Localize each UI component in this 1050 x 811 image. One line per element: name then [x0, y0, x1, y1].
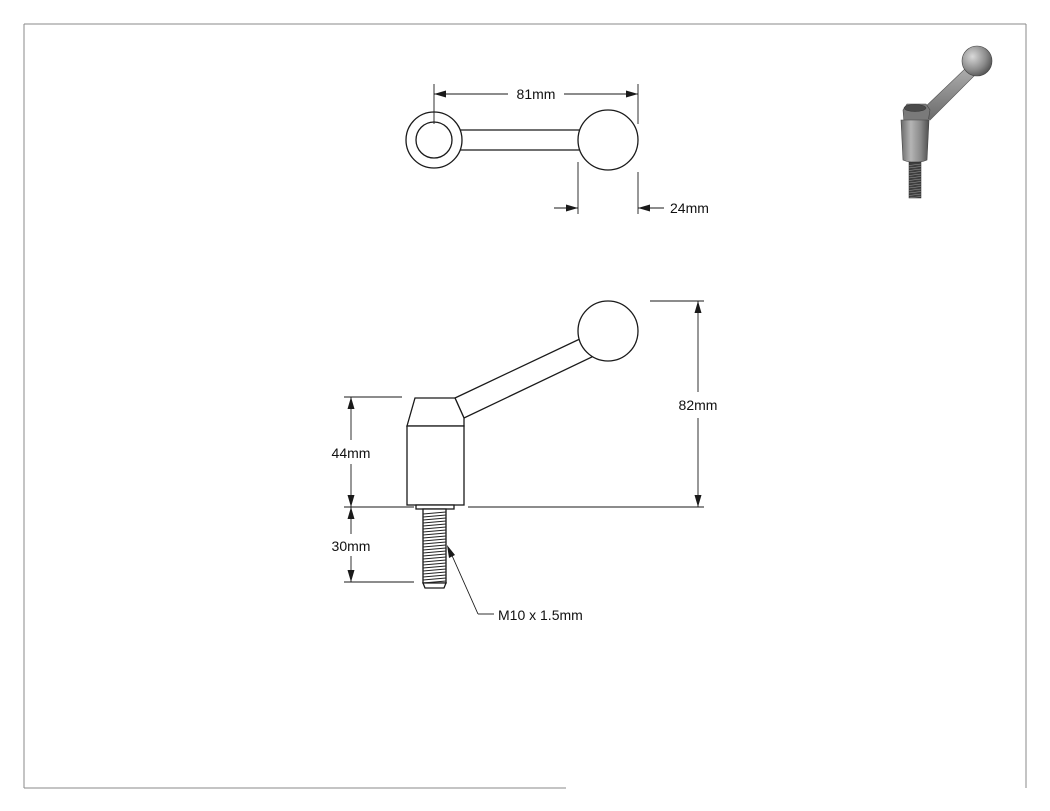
side-view-cap — [406, 397, 465, 427]
thread-length-dimension: 30mm — [332, 507, 414, 583]
side-view-thread-tip — [422, 582, 447, 589]
top-view-ball — [577, 109, 639, 171]
sheet-frame — [23, 23, 1027, 789]
top-ball-dimension: 24mm — [554, 162, 709, 216]
top-width-dimension: 81mm — [433, 84, 639, 124]
iso-ball — [961, 45, 993, 77]
side-view-arm — [454, 336, 595, 419]
side-view-ball — [577, 300, 639, 362]
side-view: 82mm 44mm 30mm M10 x 1.5mm — [332, 300, 718, 623]
thread-length-label: 30mm — [332, 538, 371, 554]
top-view: 81mm 24mm — [405, 84, 709, 216]
body-height-label: 44mm — [332, 445, 371, 461]
top-ball-label: 24mm — [670, 200, 709, 216]
iso-body — [900, 119, 930, 163]
side-view-thread-lines — [422, 511, 447, 584]
top-view-ring-inner — [415, 121, 453, 159]
iso-arm — [921, 65, 977, 121]
iso-thread-lines — [908, 163, 922, 199]
total-height-label: 82mm — [679, 397, 718, 413]
thread-spec-label: M10 x 1.5mm — [498, 607, 583, 623]
top-view-arm — [452, 129, 581, 151]
total-height-dimension: 82mm — [468, 300, 718, 508]
isometric-view — [900, 45, 993, 199]
top-width-label: 81mm — [517, 86, 556, 102]
side-view-body — [406, 425, 465, 506]
body-height-dimension: 44mm — [332, 396, 414, 508]
thread-callout: M10 x 1.5mm — [447, 545, 583, 623]
